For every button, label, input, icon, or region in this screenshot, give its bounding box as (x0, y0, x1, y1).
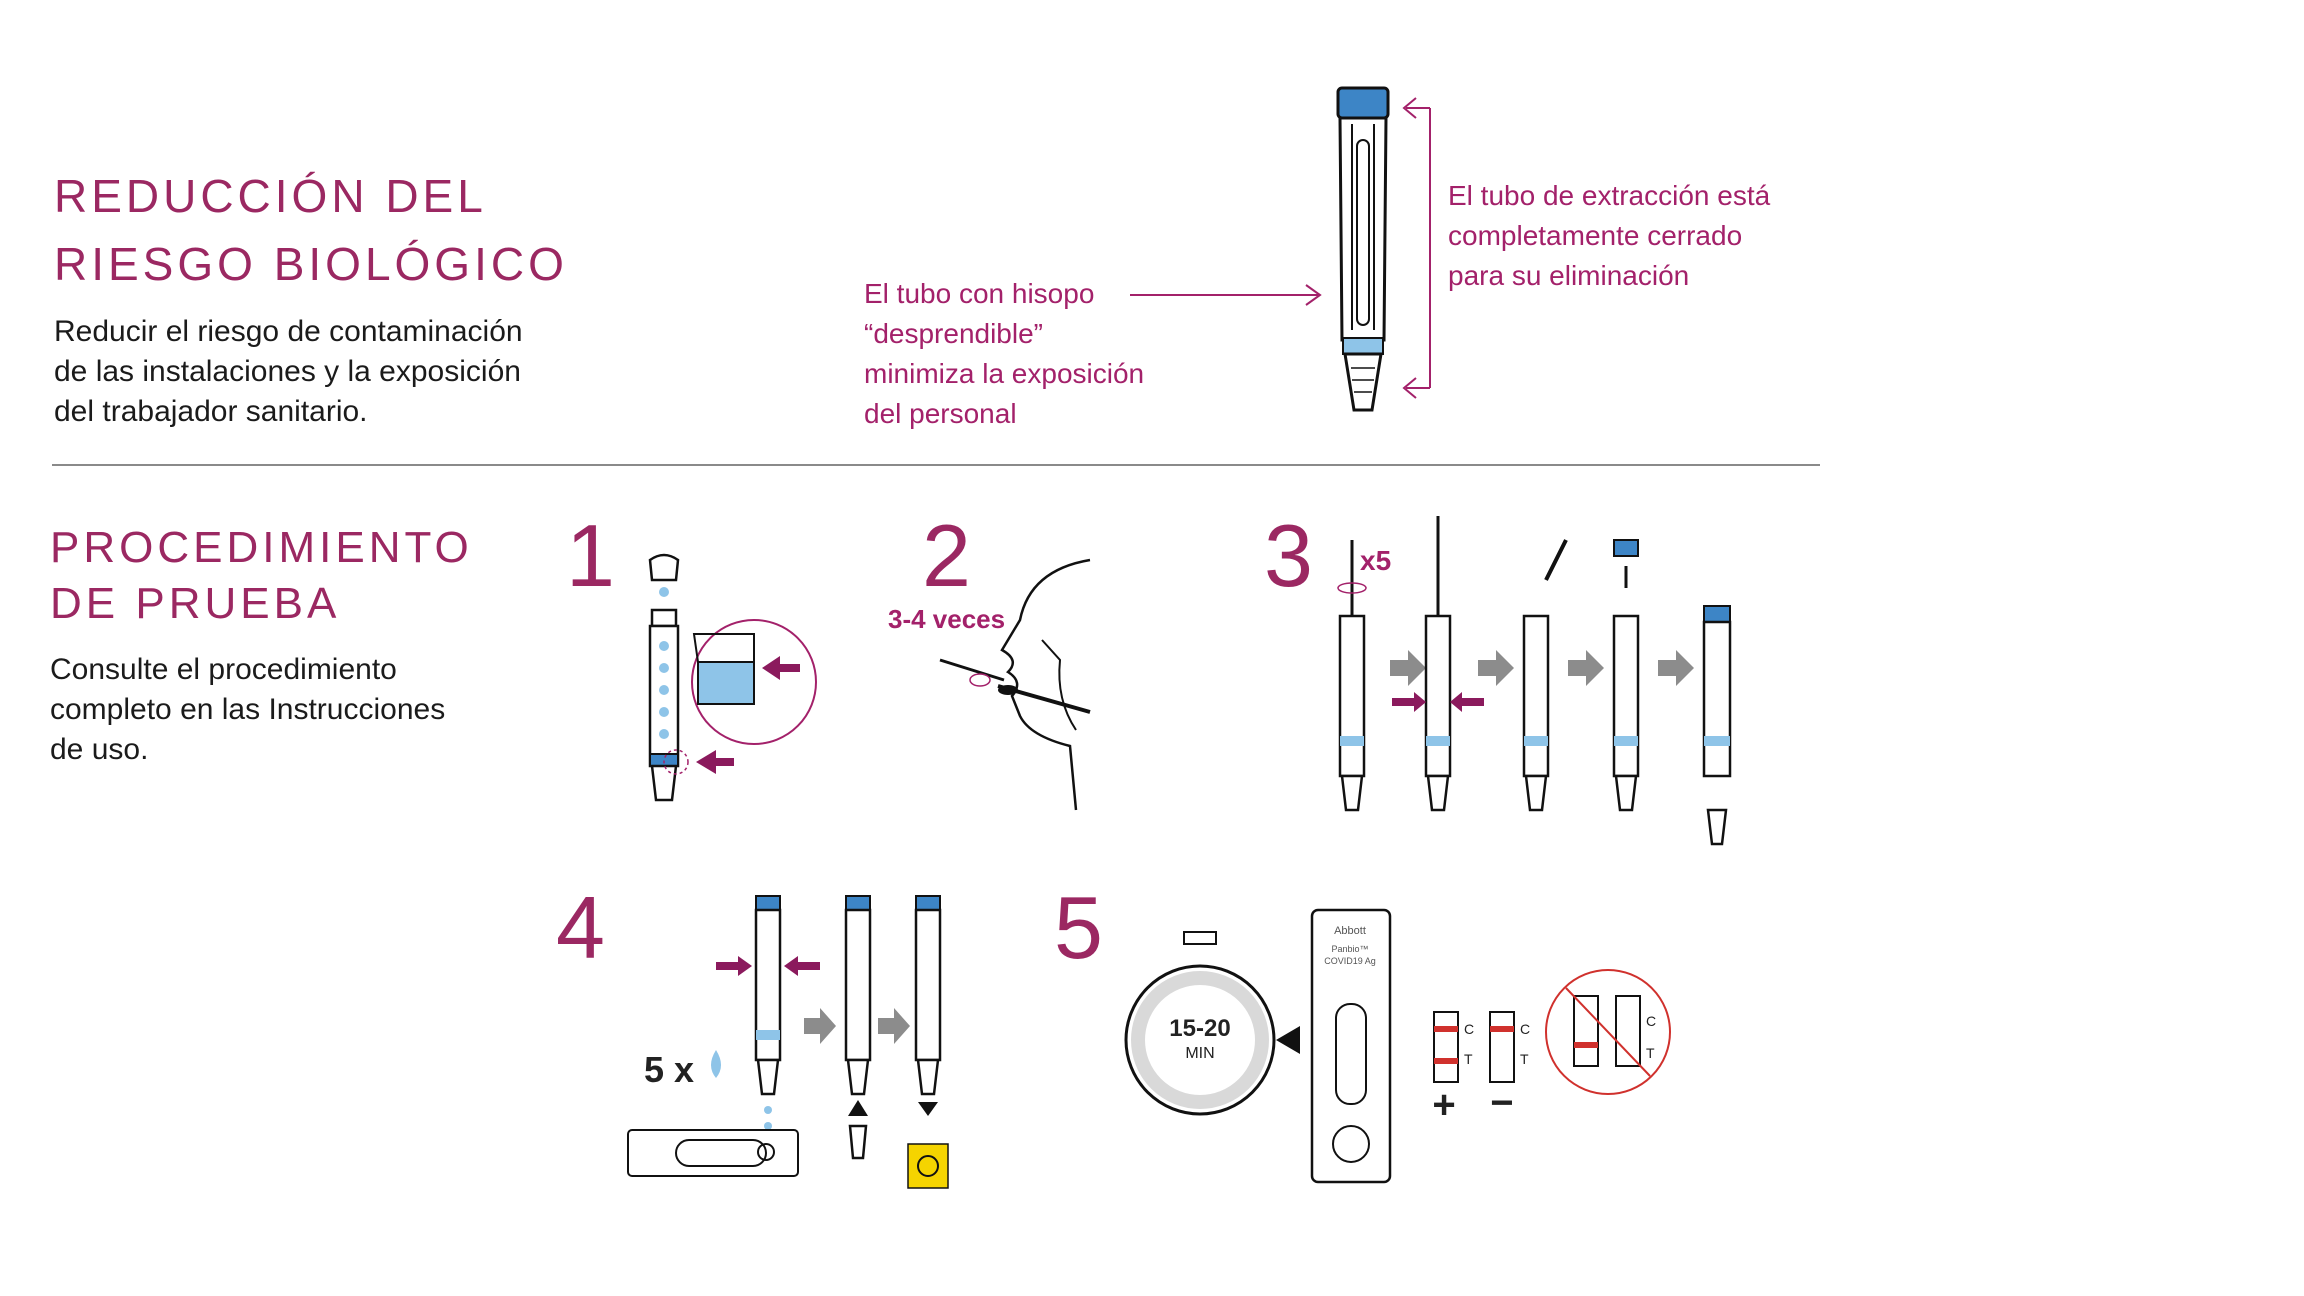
step5-t-label-2: T (1520, 1051, 1529, 1067)
step2-nasal-swab-illustration: 3-4 veces (888, 558, 1091, 811)
step5-product-line1: Panbio™ (1331, 944, 1368, 954)
step5-product-line2: COVID19 Ag (1324, 956, 1376, 966)
procedure-body-line2: completo en las Instrucciones (50, 693, 446, 726)
section-divider (52, 464, 1820, 466)
section-heading-procedure-line2: DE PRUEBA (50, 579, 341, 628)
section-heading-risk-line1: REDUCCIÓN DEL (54, 170, 487, 222)
risk-body-line1: Reducir el riesgo de contaminación (54, 315, 523, 348)
step3-mix-snap-illustration: x5 (1337, 516, 1732, 846)
extraction-tube-illustration (1130, 86, 1431, 412)
callout-extraction-line3: para su eliminación (1448, 260, 1690, 291)
step4-dispense-illustration: 5 x (627, 895, 949, 1189)
step4-label: 5 x (644, 1049, 694, 1090)
step-number-1: 1 (566, 506, 615, 605)
procedure-body-line1: Consulte el procedimiento (50, 653, 397, 686)
callout-swab-line2: “desprendible” (864, 318, 1043, 349)
callout-swab-tube: El tubo con hisopo “desprendible” minimi… (864, 274, 1164, 434)
risk-body-line2: de las instalaciones y la exposición (54, 355, 521, 388)
section-heading-procedure-line1: PROCEDIMIENTO (50, 523, 473, 572)
step5-c-label-2: C (1520, 1021, 1530, 1037)
procedure-body-line3: de uso. (50, 733, 149, 766)
step-number-4: 4 (556, 878, 605, 977)
callout-swab-line3: minimiza la exposición (864, 358, 1145, 389)
step1-fill-tube-illustration (648, 553, 817, 802)
callout-swab-line1: El tubo con hisopo (864, 278, 1095, 309)
step-number-5: 5 (1054, 878, 1103, 977)
section-test-procedure: PROCEDIMIENTO DE PRUEBA Consulte el proc… (50, 520, 550, 770)
section-risk-reduction: REDUCCIÓN DEL RIESGO BIOLÓGICO Reducir e… (54, 162, 614, 432)
section-heading-risk-line2: RIESGO BIOLÓGICO (54, 238, 568, 290)
step5-c-label-1: C (1464, 1021, 1474, 1037)
step3-label: x5 (1360, 545, 1391, 576)
step2-label: 3-4 veces (888, 604, 1005, 634)
step5-read-results-illustration: 15-20 MIN Abbott Panbio™ COVID19 Ag C T … (1124, 908, 1671, 1184)
step5-timer-unit: MIN (1185, 1045, 1214, 1062)
step5-positive-sign: + (1432, 1083, 1455, 1127)
risk-body-line3: del trabajador sanitario. (54, 395, 368, 428)
step5-negative-sign: − (1490, 1081, 1513, 1125)
callout-extraction-tube: El tubo de extracción está completamente… (1448, 176, 1808, 296)
callout-swab-line4: del personal (864, 398, 1017, 429)
step5-t-label-1: T (1464, 1051, 1473, 1067)
step-number-2: 2 (922, 506, 971, 605)
step5-c-label-3: C (1646, 1013, 1656, 1029)
callout-extraction-line2: completamente cerrado (1448, 220, 1743, 251)
step5-timer-value: 15-20 (1169, 1015, 1230, 1042)
step5-brand: Abbott (1334, 925, 1366, 937)
step5-t-label-3: T (1646, 1045, 1655, 1061)
callout-extraction-line1: El tubo de extracción está (1448, 180, 1771, 211)
step-number-3: 3 (1264, 506, 1313, 605)
